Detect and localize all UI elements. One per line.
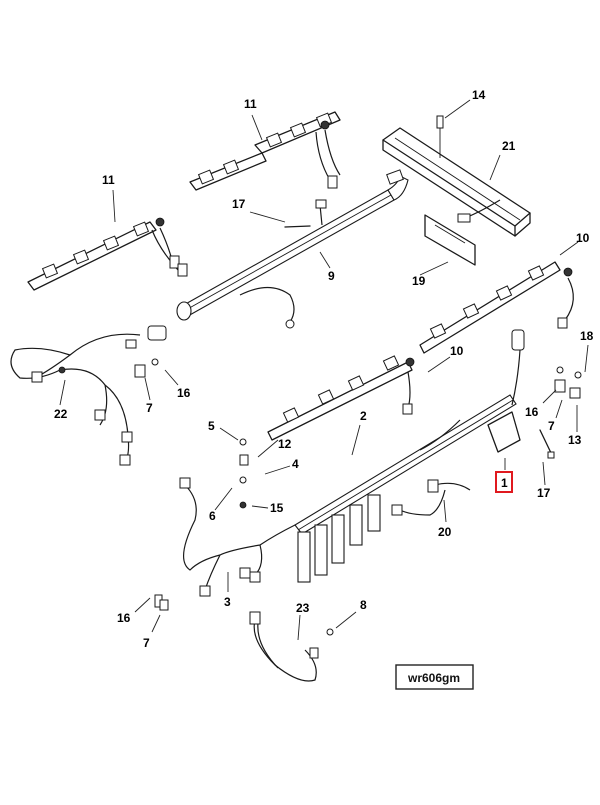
callout-16: 16 [117,611,131,625]
left-harness [10,325,167,466]
fuel-rail-tube [176,169,409,329]
callout-1: 1 [501,476,508,490]
callout-7: 7 [143,636,150,650]
callout-21: 21 [502,139,516,153]
callout-22: 22 [54,407,68,421]
callout-19: 19 [412,274,426,288]
callout-8: 8 [360,598,367,612]
callout-20: 20 [438,525,452,539]
callout-4: 4 [292,457,299,471]
figure-code-box: wr606gm [395,664,474,690]
callout-12: 12 [278,437,292,451]
injector-harness-lower [267,261,574,441]
callout-17: 17 [537,486,551,500]
callout-11: 11 [102,173,115,187]
callout-3: 3 [224,595,231,609]
callout-23: 23 [296,601,310,615]
injector-harness-upper [27,111,341,291]
figure-code: wr606gm [407,671,460,685]
callout-10: 10 [576,231,590,245]
callout-5: 5 [208,419,215,433]
small-fittings [134,358,582,636]
callout-14: 14 [472,88,486,102]
callout-7: 7 [146,401,153,415]
callout-7: 7 [548,419,555,433]
control-module [424,199,501,266]
callout-2: 2 [360,409,367,423]
callout-13: 13 [568,433,582,447]
callout-11: 11 [244,97,257,111]
callout-9: 9 [328,269,335,283]
lower-left-harness [179,477,296,597]
main-harness [294,329,525,583]
callout-17: 17 [232,197,246,211]
bolt [284,225,555,459]
callout-labels: 11 11 14 21 17 9 10 19 18 10 22 7 16 16 … [54,88,594,650]
callout-1-highlight [495,471,513,493]
callout-6: 6 [209,509,216,523]
callout-10: 10 [450,344,464,358]
mounting-bracket [382,115,531,237]
cable-assembly [249,611,319,682]
leader-lines [59,99,589,641]
callout-15: 15 [270,501,284,515]
callout-16: 16 [525,405,539,419]
callout-16: 16 [177,386,191,400]
callout-18: 18 [580,329,594,343]
